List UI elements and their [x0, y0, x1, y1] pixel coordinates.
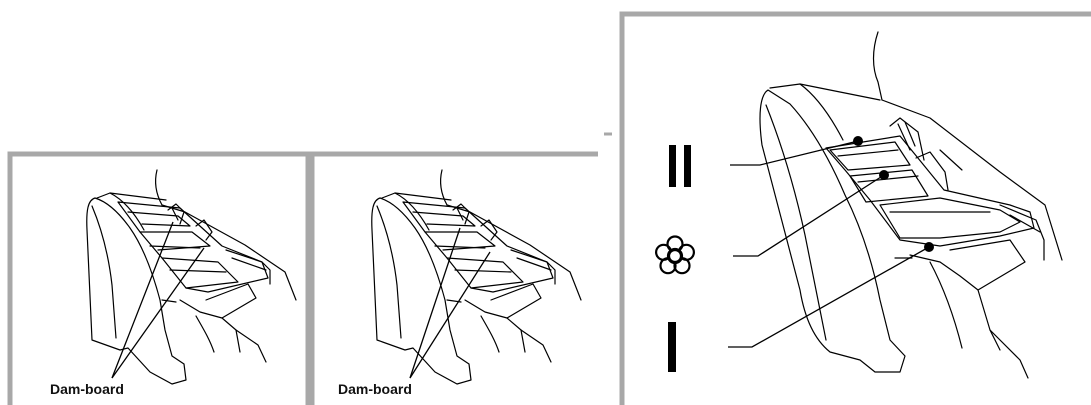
panel-2-drawer	[371, 169, 582, 385]
panel-1-frame	[7, 151, 311, 405]
leader-compartment-flower	[733, 174, 885, 257]
roman-two-icon	[669, 145, 691, 187]
leader-compartment-one	[728, 246, 930, 348]
compartment-leader-lines	[728, 140, 930, 348]
panel-1-dam-board-label: Dam-board	[50, 381, 124, 397]
leader-compartment-two	[730, 140, 859, 166]
panel-1-leader-b	[111, 247, 205, 379]
panel-1: Dam-board	[7, 151, 311, 405]
compartment-one-marker	[924, 242, 934, 252]
panel-3-frame	[619, 11, 1091, 405]
flower-icon	[655, 235, 695, 275]
panel-2: Dam-board	[309, 151, 598, 405]
panel-2-dam-board-label: Dam-board	[338, 381, 412, 397]
panel-1-drawer	[86, 169, 297, 385]
panel-2-leader-a	[409, 227, 461, 379]
panel-3-drawer	[759, 31, 1063, 379]
panel-2-leader-b	[409, 251, 491, 379]
panel-2-frame	[309, 151, 598, 405]
compartment-two-marker	[853, 136, 863, 146]
compartment-flower-marker	[879, 170, 889, 180]
panel-3	[619, 11, 1091, 405]
panel-1-leader-a	[111, 221, 174, 379]
roman-one-icon	[668, 322, 676, 372]
